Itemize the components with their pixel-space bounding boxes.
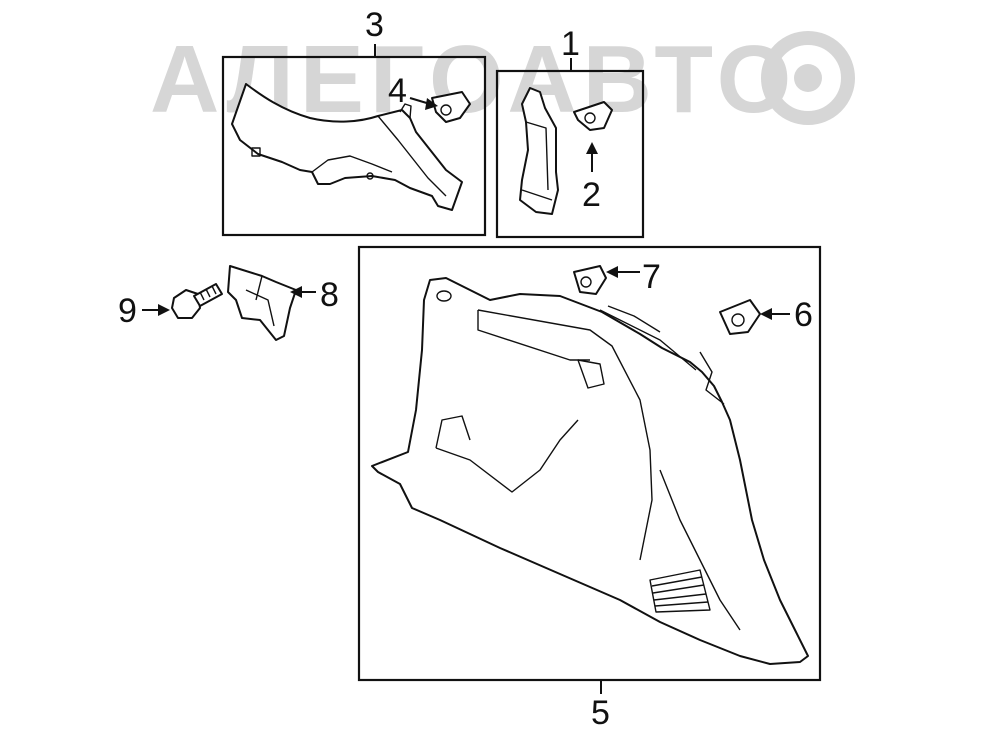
part-1-pillar-trim [519, 87, 559, 215]
callout-8: 8 [320, 276, 339, 314]
part-9-bolt [171, 283, 223, 319]
callout-3: 3 [365, 6, 384, 44]
part-7-clip [573, 265, 607, 295]
group-frame-5 [357, 245, 822, 682]
callout-6: 6 [794, 296, 813, 334]
arrow-8 [290, 286, 316, 298]
callout-9: 9 [118, 292, 137, 330]
watermark-gear-icon [761, 31, 855, 125]
part-5-quarter-trim [371, 277, 809, 665]
callout-5: 5 [591, 694, 610, 732]
arrow-9 [142, 304, 170, 316]
arrow-4 [409, 97, 438, 110]
callout-1: 1 [561, 25, 580, 63]
arrow-7 [606, 266, 640, 278]
part-2-clip [573, 101, 613, 131]
part-4-clip [431, 91, 471, 123]
callout-2: 2 [582, 176, 601, 214]
callout-4: 4 [388, 72, 407, 110]
callout-7: 7 [642, 258, 661, 296]
arrow-6 [760, 308, 790, 320]
part-8-bracket [227, 265, 297, 341]
arrow-2 [586, 142, 598, 172]
group-frame-3 [221, 55, 487, 237]
part-6-clip [719, 299, 761, 335]
part-3-upper-trim [231, 83, 463, 211]
